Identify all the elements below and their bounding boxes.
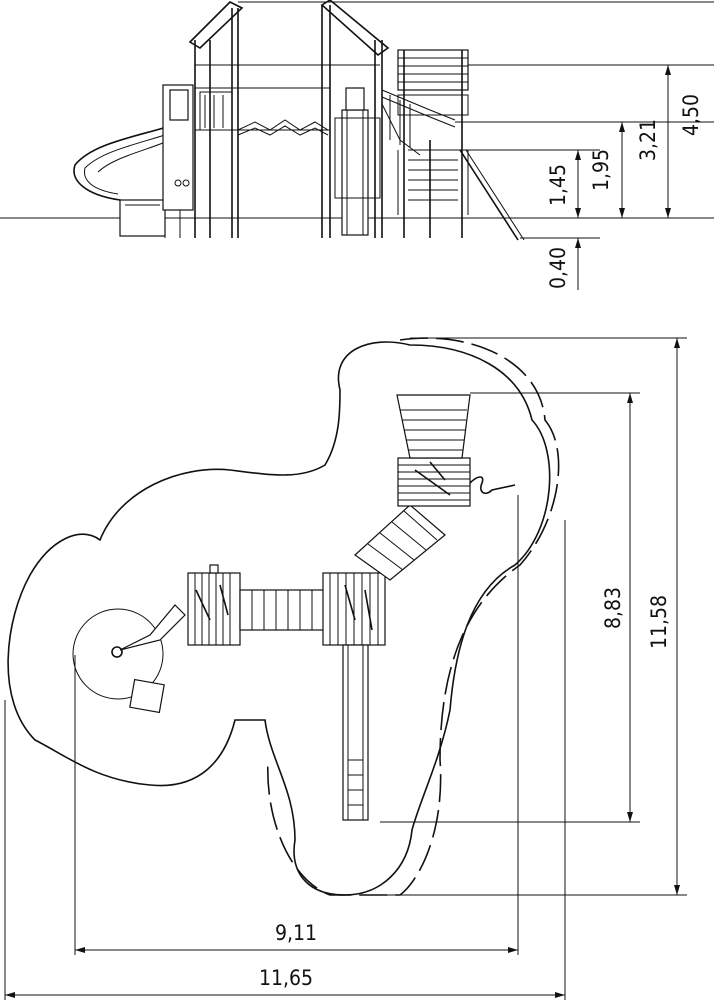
depth-label-11-58: 11,58 <box>647 595 671 649</box>
footings <box>194 218 463 238</box>
stair-tower <box>397 49 525 241</box>
width-label-11-65: 11,65 <box>259 966 313 990</box>
left-deck <box>187 564 241 646</box>
plan-dimensions <box>4 337 687 1000</box>
height-label-3-21: 3,21 <box>636 119 660 161</box>
elevation-dimensions <box>238 1 714 290</box>
bridge-plan <box>239 589 326 631</box>
stairs-plan <box>396 394 471 459</box>
width-label-9-11: 9,11 <box>275 921 317 945</box>
upper-deck <box>397 457 471 507</box>
bridge <box>237 119 329 136</box>
right-tower <box>320 0 390 238</box>
height-label-4-50: 4,50 <box>679 94 703 136</box>
left-tower <box>162 1 380 238</box>
squiggle-climber <box>469 476 516 495</box>
spiral-slide <box>73 119 189 237</box>
height-label-1-45: 1,45 <box>546 164 570 206</box>
safety-zone <box>7 341 551 896</box>
net-climber <box>381 89 456 156</box>
diagonal-bridge-plan <box>354 504 446 581</box>
height-label-1-95: 1,95 <box>589 149 613 191</box>
right-deck <box>322 572 386 646</box>
straight-slide-plan <box>342 644 369 821</box>
elevation-view: 4,50 3,21 1,95 1,45 0,40 <box>0 0 714 290</box>
height-label-0-40: 0,40 <box>546 247 570 289</box>
spiral-slide-plan <box>72 608 164 700</box>
depth-label-8-83: 8,83 <box>601 587 625 629</box>
plan-view: 9,11 11,65 8,83 11,58 <box>4 337 687 1000</box>
